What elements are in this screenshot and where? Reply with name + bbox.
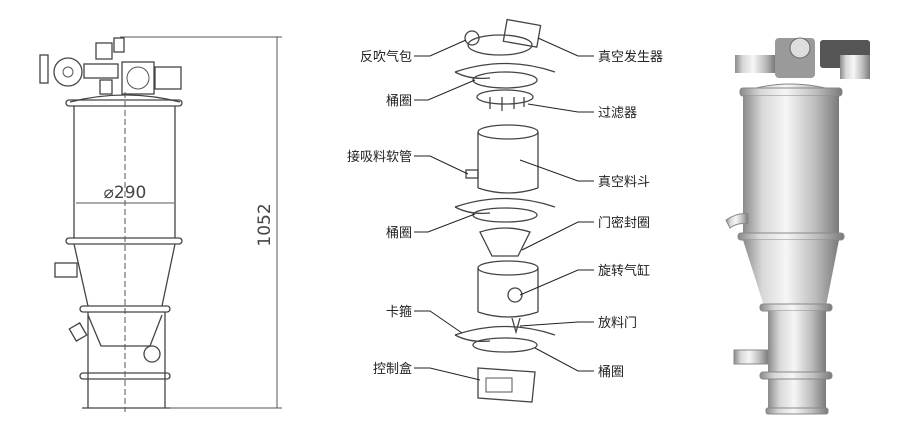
blowback-air-pack [464,30,480,46]
control-box [477,367,536,403]
label-rotary-cylinder: 旋转气缸 [598,263,650,279]
label-door-seal: 门密封圈 [598,215,650,231]
label-control-box: 控制盒 [373,361,412,377]
label-barrel-ring: 桶圈 [386,226,412,241]
label-clamp: 卡箍 [386,304,412,320]
top-fittings [39,37,182,103]
label-blowback-air-pack: 反吹气包 [360,49,412,65]
exploded-view: 反吹气包 桶圈 接吸料软管 桶圈 卡箍 控制盒 真空发生器 过滤器 真空料斗 门… [347,18,663,403]
product-photo [725,37,870,415]
middle-ring [65,237,183,245]
main-cylinder [73,106,176,238]
label-discharge-door: 放料门 [598,316,637,331]
label-barrel-ring: 桶圈 [598,365,624,380]
inlet-pipe [54,262,78,278]
door-seal-cone [479,227,531,257]
label-barrel-ring: 桶圈 [386,94,412,109]
label-filter: 过滤器 [598,106,637,121]
discharge-valve [143,345,161,363]
vacuum-generator [502,18,542,48]
top-ring [65,99,183,107]
label-vacuum-generator: 真空发生器 [598,49,663,65]
vacuum-hopper [477,132,539,194]
height-label: 1052 [255,203,275,246]
lid [467,34,533,56]
label-vacuum-hopper: 真空料斗 [598,175,650,190]
filter [476,89,534,105]
label-suction-hose: 接吸料软管 [347,149,412,165]
technical-drawing: ⌀290 1052 [39,36,282,412]
